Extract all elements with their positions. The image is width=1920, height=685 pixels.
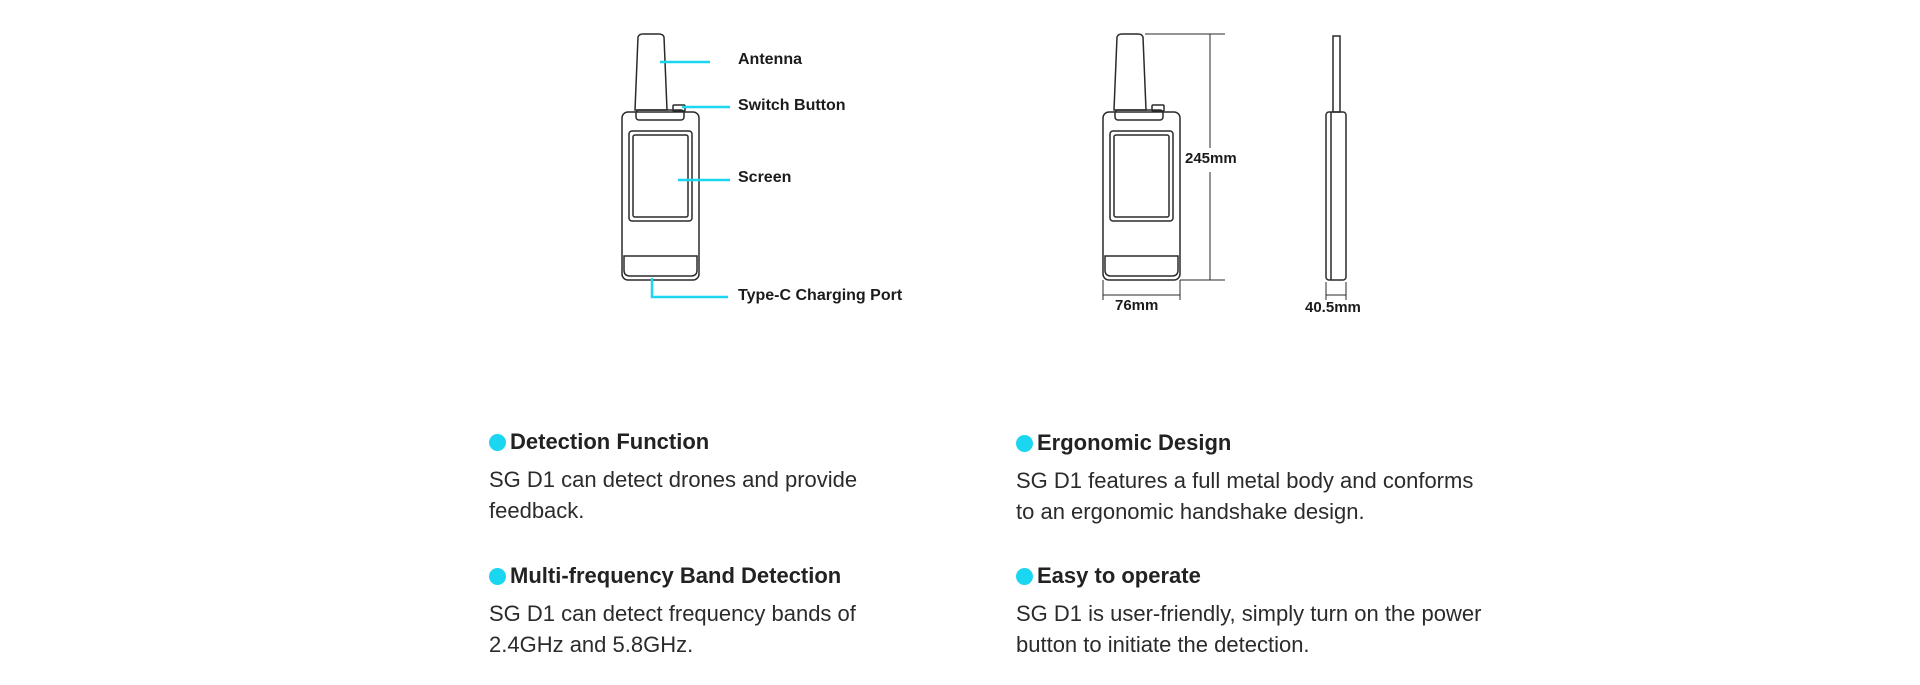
bottom-panel-shape <box>623 255 698 277</box>
device-diagram <box>621 33 1347 300</box>
feature-detection-function: Detection Function SG D1 can detect dron… <box>489 428 1009 526</box>
bullet-dot-icon <box>489 567 506 585</box>
top-cap-shape <box>635 109 685 121</box>
screen-shape <box>632 134 689 218</box>
front-view-device <box>621 33 700 281</box>
dimension-front-device <box>1102 33 1181 281</box>
feature-description: SG D1 can detect drones and provide feed… <box>489 467 858 523</box>
side-view-device <box>1325 35 1347 281</box>
feature-multi-frequency-band-detection: Multi-frequency Band Detection SG D1 can… <box>489 562 1009 660</box>
feature-easy-to-operate: Easy to operate SG D1 is user-friendly, … <box>1016 562 1536 660</box>
bullet-dot-icon <box>489 433 506 451</box>
callout-label-switch-button: Switch Button <box>738 97 846 114</box>
callout-label-charging-port: Type-C Charging Port <box>738 287 903 304</box>
dimension-label-height: 245mm <box>1185 150 1237 167</box>
callout-label-antenna: Antenna <box>738 51 802 68</box>
charging-port-callout-line <box>650 278 728 299</box>
callout-lines <box>650 60 730 299</box>
feature-title: Detection Function <box>510 429 710 454</box>
feature-title: Multi-frequency Band Detection <box>510 563 842 588</box>
antenna-shape <box>634 33 668 111</box>
dimension-label-width: 76mm <box>1115 297 1159 314</box>
bullet-dot-icon <box>1016 567 1033 585</box>
feature-description: SG D1 features a full metal body and con… <box>1016 468 1474 524</box>
feature-title: Easy to operate <box>1037 563 1201 588</box>
feature-title: Ergonomic Design <box>1037 430 1232 455</box>
dimension-label-depth: 40.5mm <box>1305 299 1361 316</box>
device-body-shape <box>621 111 700 281</box>
callout-label-screen: Screen <box>738 169 792 186</box>
feature-description: SG D1 can detect frequency bands of 2.4G… <box>489 601 856 657</box>
bullet-dot-icon <box>1016 434 1033 452</box>
screen-bezel-shape <box>628 130 693 222</box>
dimension-lines <box>1102 33 1347 300</box>
feature-description: SG D1 is user-friendly, simply turn on t… <box>1016 601 1482 657</box>
feature-ergonomic-design: Ergonomic Design SG D1 features a full m… <box>1016 429 1536 527</box>
